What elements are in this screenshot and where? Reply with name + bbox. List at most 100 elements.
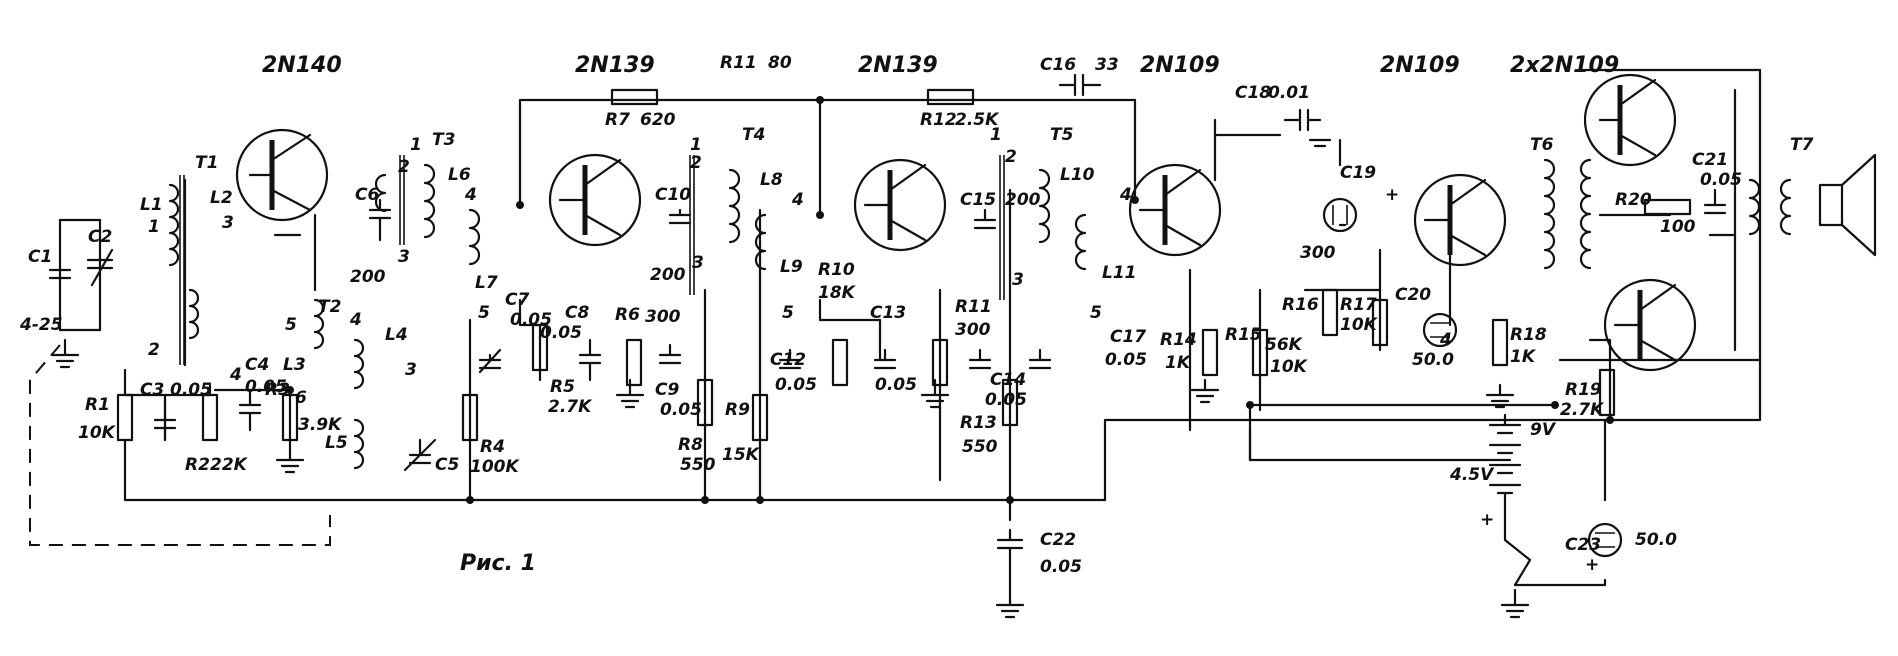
ground-symbols xyxy=(50,138,1530,619)
label-r15: R15 xyxy=(1225,325,1262,345)
pin-5d: 5 xyxy=(782,303,794,323)
label-r8: R8 xyxy=(678,435,703,455)
transistor-q4 xyxy=(1128,163,1222,257)
label-l9: L9 xyxy=(780,257,803,277)
label-l5: L5 xyxy=(325,433,348,453)
label-c5: C5 xyxy=(435,455,459,475)
label-c16-value: 33 xyxy=(1095,55,1119,75)
label-c3: C3 xyxy=(140,380,164,400)
label-t3: T3 xyxy=(432,130,455,150)
gang-link xyxy=(29,344,331,546)
label-c18-value: 0.01 xyxy=(1268,83,1310,103)
pin-4c: 4 xyxy=(464,185,477,205)
pin-4b: 4 xyxy=(349,310,362,330)
label-out-type: 2x2N109 xyxy=(1510,53,1619,78)
label-c4-value: 0.05 xyxy=(245,377,287,397)
pin-5a: 5 xyxy=(285,315,297,335)
label-r19: R19 xyxy=(1565,380,1602,400)
label-r4: R4 xyxy=(480,437,505,457)
label-c23-value: 50.0 xyxy=(1635,530,1677,550)
resistors-shapes xyxy=(116,88,1692,442)
label-c18: C18 xyxy=(1235,83,1271,103)
label-r8-value: 550 xyxy=(680,455,716,475)
label-c7: C7 xyxy=(505,290,529,310)
label-r7-value: 620 xyxy=(640,110,676,130)
label-r2: R2 xyxy=(185,455,210,475)
label-t2: T2 xyxy=(318,297,341,317)
label-c15: C15 xyxy=(960,190,996,210)
label-r20-value: 100 xyxy=(1660,217,1696,237)
label-r20: R20 xyxy=(1615,190,1652,210)
label-r14-value: 1K xyxy=(1165,353,1192,373)
pin-3a: 3 xyxy=(222,213,234,233)
label-c4: C4 xyxy=(245,355,269,375)
label-c10: C10 xyxy=(655,185,691,205)
label-q1-type: 2N140 xyxy=(262,53,342,78)
pin-3b: 3 xyxy=(398,247,410,267)
label-q2-type: 2N139 xyxy=(575,53,655,78)
label-c1: C1 xyxy=(28,247,52,267)
pin-2b: 2 xyxy=(398,157,410,177)
pin-4d: 4 xyxy=(791,190,804,210)
junctions xyxy=(286,96,1614,504)
pin-3c: 3 xyxy=(405,360,417,380)
pin-4f: 4 xyxy=(1439,330,1452,350)
label-r9-value: 15K xyxy=(722,445,761,465)
label-r16-value: 56K xyxy=(1265,335,1304,355)
figure-label: Рис. 1 xyxy=(460,551,536,576)
label-r2-value: 22K xyxy=(210,455,249,475)
label-c7-value: 0.05 xyxy=(510,310,552,330)
label-r13: R13 xyxy=(960,413,997,433)
label-r11-value: 300 xyxy=(955,320,991,340)
label-r13-value: 550 xyxy=(962,437,998,457)
transistor-q1 xyxy=(235,128,329,222)
pin-plus-battery: + xyxy=(1480,510,1494,530)
label-r10: R10 xyxy=(818,260,855,280)
label-c6-value: 200 xyxy=(350,267,386,287)
label-r12: R12 xyxy=(920,110,957,130)
label-c2: C2 xyxy=(88,227,112,247)
label-c13-value: 0.05 xyxy=(875,375,917,395)
label-t4: T4 xyxy=(742,125,765,145)
label-q3-type: 2N139 xyxy=(858,53,938,78)
label-c22-value: 0.05 xyxy=(1040,557,1082,577)
transistor-q5 xyxy=(1413,173,1507,267)
label-r12-value: 2.5K xyxy=(955,110,1000,130)
pin-2e: 2 xyxy=(1005,147,1017,167)
label-c6: C6 xyxy=(355,185,379,205)
label-c19-value: 300 xyxy=(1300,243,1336,263)
label-q5-type: 2N109 xyxy=(1380,53,1460,78)
label-t6: T6 xyxy=(1530,135,1554,155)
pin-1e: 1 xyxy=(990,125,1002,145)
wiring xyxy=(123,68,1762,587)
capacitors-shapes xyxy=(48,73,1727,592)
label-r11-top: R11 xyxy=(720,53,757,73)
pin-5e: 5 xyxy=(1090,303,1102,323)
pin-3d: 3 xyxy=(692,253,704,273)
label-t7: T7 xyxy=(1790,135,1814,155)
label-c15-value: 200 xyxy=(1005,190,1041,210)
label-c10-value: 200 xyxy=(650,265,686,285)
label-l3: L3 xyxy=(283,355,306,375)
transistor-q2 xyxy=(548,153,642,247)
label-c23: C23 xyxy=(1565,535,1601,555)
label-l2: L2 xyxy=(210,188,233,208)
pin-plus-c19: + xyxy=(1385,185,1399,205)
pin-1a: 1 xyxy=(148,217,160,237)
label-r3: R3 xyxy=(265,380,290,400)
coils xyxy=(168,155,1792,470)
label-r19-value: 2.7K xyxy=(1560,400,1605,420)
label-c21-value: 0.05 xyxy=(1700,170,1742,190)
label-r16: R16 xyxy=(1282,295,1319,315)
pin-plus-c23: + xyxy=(1585,555,1599,575)
pin-6a: 6 xyxy=(295,388,307,408)
pin-3e: 3 xyxy=(1012,270,1024,290)
label-t1: T1 xyxy=(195,153,218,173)
pin-1d: 1 xyxy=(690,135,702,155)
label-r6: R6 xyxy=(615,305,640,325)
label-r6-value: 300 xyxy=(645,307,681,327)
label-r10-value: 18K xyxy=(818,283,857,303)
label-c9: C9 xyxy=(655,380,679,400)
label-battery-9v: 9V xyxy=(1530,420,1557,440)
label-c14: C14 xyxy=(990,370,1026,390)
